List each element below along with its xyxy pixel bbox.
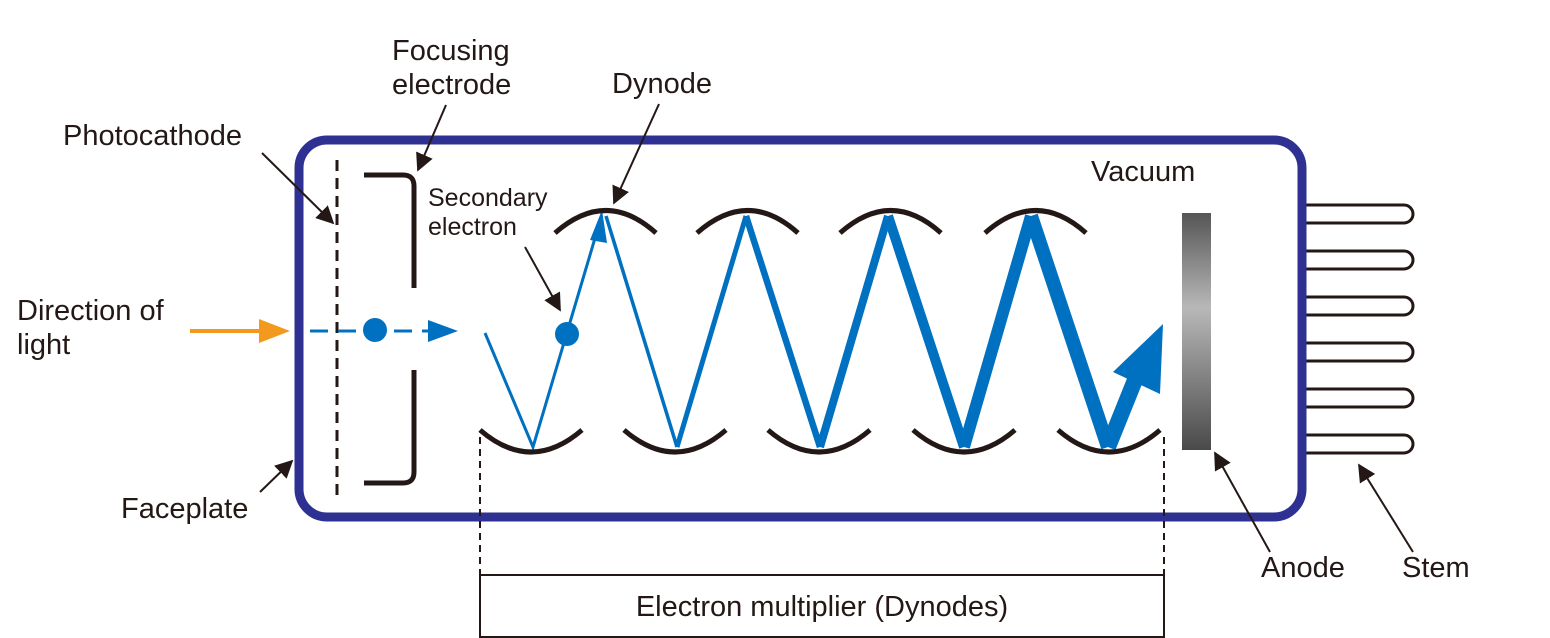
light-arrow-head [259, 319, 290, 343]
dynode [838, 208, 943, 235]
leader-dynode [612, 103, 660, 205]
electron-multiplier-box [479, 574, 1165, 638]
secondary-electron-dot [555, 322, 579, 346]
dynode [553, 208, 658, 235]
leader-stem [1358, 463, 1414, 553]
anode-plate [1182, 213, 1211, 450]
label-anode: Anode [1261, 552, 1345, 584]
leader-faceplate [259, 459, 294, 493]
label-focusing-electrode: Focusing electrode [392, 34, 511, 102]
label-electron-multiplier: Electron multiplier (Dynodes) [635, 591, 1009, 623]
cascade-segment [742, 215, 824, 448]
label-direction-of-light-line1: Direction of [17, 295, 164, 327]
label-faceplate: Faceplate [121, 493, 249, 525]
label-vacuum: Vacuum [1091, 156, 1196, 188]
electron-cascade [483, 213, 1145, 452]
secondary-electron-arrow-head [590, 210, 607, 243]
label-direction-of-light-line2: light [17, 329, 71, 362]
dynode [766, 428, 872, 455]
leader-secondary-electron [524, 246, 561, 312]
dynode [911, 428, 1017, 455]
leader-focusing-electrode [416, 104, 447, 172]
stem-pins [1305, 203, 1415, 455]
dynode [983, 208, 1088, 235]
dynodes-bottom [478, 428, 1162, 455]
stem-pin [1305, 341, 1415, 363]
label-secondary-electron: Secondary electron [428, 184, 548, 243]
dynode [1056, 428, 1162, 455]
label-direction-of-light: Direction of light [17, 294, 164, 362]
cascade-segment [816, 214, 892, 449]
cascade-segment [483, 227, 600, 452]
stem-pin [1305, 249, 1415, 271]
tube-envelope [294, 135, 1307, 522]
photoelectron-arrow-head [428, 320, 458, 342]
leader-anode [1214, 451, 1271, 553]
label-stem: Stem [1402, 552, 1470, 584]
focusing-electrode-top [364, 172, 417, 288]
stem-pin [1305, 203, 1415, 225]
leader-photocathode [261, 152, 335, 225]
label-focusing-electrode-line2: electrode [392, 69, 512, 102]
cascade-segment [958, 214, 1037, 449]
focusing-electrode-bottom [364, 370, 417, 486]
leader-lines [259, 103, 1414, 553]
label-dynode: Dynode [612, 68, 712, 100]
label-focusing-electrode-line1: Focusing [392, 35, 510, 67]
cascade-segment [1024, 213, 1115, 450]
cascade-segment [604, 215, 679, 448]
final-electron-arrow-head [1113, 324, 1163, 394]
dynode [695, 208, 800, 235]
dynode [478, 428, 584, 455]
cascade-segment [1100, 372, 1145, 450]
dynodes-top [553, 208, 1088, 235]
cascade-segment [883, 214, 969, 449]
label-photocathode: Photocathode [63, 120, 242, 152]
stem-pin [1305, 433, 1415, 455]
cascade-segment [674, 215, 749, 448]
stem-pin [1305, 387, 1415, 409]
label-secondary-electron-line2: electron [428, 213, 517, 242]
stem-pin [1305, 295, 1415, 317]
photoelectron-dot [363, 318, 387, 342]
label-secondary-electron-line1: Secondary [428, 184, 548, 212]
dynode [622, 428, 728, 455]
